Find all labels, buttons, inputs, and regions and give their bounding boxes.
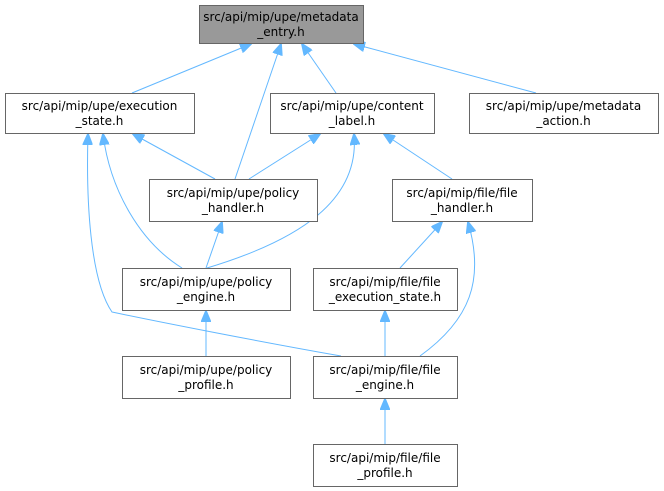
node-label-line: _label.h [328,114,375,128]
edge-policy-handler-to-metadata-entry [234,44,281,180]
node-policy-profile[interactable]: src/api/mip/upe/policy_profile.h [122,356,291,399]
node-label-line: _handler.h [430,201,493,215]
edge-execution-state-to-metadata-entry [131,44,251,94]
node-label-line: _engine.h [355,378,414,392]
node-file-execution-state[interactable]: src/api/mip/file/file_execution_state.h [313,268,458,311]
node-metadata-action[interactable]: src/api/mip/upe/metadata_action.h [469,93,659,134]
node-content-label[interactable]: src/api/mip/upe/content_label.h [270,93,435,134]
node-label-line: src/api/mip/upe/metadata [486,99,641,113]
node-label-line: _entry.h [256,25,304,39]
node-box [313,356,458,399]
node-execution-state[interactable]: src/api/mip/upe/execution_state.h [5,93,195,134]
node-box [469,93,659,134]
node-box [313,444,458,487]
edge-file-engine-to-execution-state [88,134,342,357]
edge-policy-handler-to-execution-state [133,134,216,180]
edges-layer [88,44,537,444]
edge-metadata-action-to-metadata-entry [354,44,537,94]
edge-policy-engine-to-policy-handler [205,222,222,269]
node-box [149,179,318,222]
node-box [122,356,291,399]
edge-file-handler-to-content-label [384,134,453,180]
edge-policy-engine-to-execution-state [103,134,183,269]
node-label-line: src/api/mip/upe/execution [22,99,178,113]
node-label-line: src/api/mip/upe/policy [140,363,273,377]
node-label-line: _profile.h [177,378,233,392]
node-box [270,93,435,134]
node-label-line: src/api/mip/file/file [329,275,440,289]
node-label-line: src/api/mip/upe/policy [167,186,300,200]
node-label-line: src/api/mip/upe/policy [140,275,273,289]
node-label-line: _engine.h [176,290,235,304]
node-label-line: _execution_state.h [328,290,441,304]
node-policy-handler[interactable]: src/api/mip/upe/policy_handler.h [149,179,318,222]
nodes-layer: src/api/mip/upe/metadata_entry.hsrc/api/… [5,5,659,487]
node-label-line: _handler.h [201,201,264,215]
node-box [392,179,533,222]
node-label-line: src/api/mip/upe/content [280,99,423,113]
node-label-line: src/api/mip/file/file [329,363,440,377]
node-box [199,5,364,44]
edge-policy-handler-to-content-label [248,134,320,180]
node-label-line: src/api/mip/file/file [406,186,517,200]
node-file-engine[interactable]: src/api/mip/file/file_engine.h [313,356,458,399]
node-label-line: src/api/mip/upe/metadata [203,10,358,24]
node-label-line: _state.h [75,114,124,128]
node-box [313,268,458,311]
node-box [5,93,195,134]
node-box [122,268,291,311]
node-label-line: _profile.h [356,466,412,480]
node-label-line: src/api/mip/file/file [329,451,440,465]
edge-content-label-to-metadata-entry [302,44,337,94]
node-policy-engine[interactable]: src/api/mip/upe/policy_engine.h [122,268,291,311]
node-metadata-entry[interactable]: src/api/mip/upe/metadata_entry.h [199,5,364,44]
edge-file-execution-state-to-file-handler [399,222,442,269]
node-file-profile[interactable]: src/api/mip/file/file_profile.h [313,444,458,487]
node-label-line: _action.h [535,114,590,128]
node-file-handler[interactable]: src/api/mip/file/file_handler.h [392,179,533,222]
edge-file-engine-to-file-handler [419,222,475,357]
